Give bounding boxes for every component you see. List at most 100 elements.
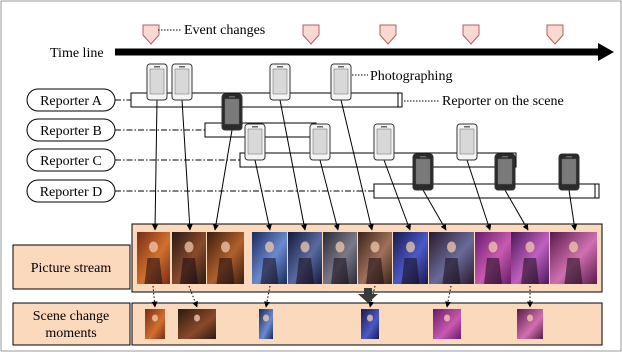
reporter-pill — [26, 88, 116, 112]
capture-arrow — [466, 159, 492, 231]
reporter-pill — [26, 148, 116, 172]
photographing-label: Photographing — [370, 69, 452, 84]
scene-connector — [188, 285, 198, 308]
photo-figure-body — [260, 258, 279, 284]
photo-figure-head — [221, 241, 230, 253]
timeline-arrowhead — [598, 43, 614, 61]
capture-arrow — [279, 99, 307, 231]
scene-photos — [145, 309, 543, 339]
event-marker — [302, 24, 320, 45]
scene-connector — [264, 285, 271, 308]
capture-arrow — [254, 159, 272, 231]
scene-change-label-line2: moments — [45, 326, 96, 341]
reporter-name: Reporter B — [40, 124, 102, 139]
photo-figure-head — [184, 241, 194, 253]
timeline: Time line — [50, 43, 614, 61]
capture-arrow — [568, 189, 578, 231]
photo-figure-body — [484, 258, 502, 284]
selection-arrow — [358, 288, 378, 303]
scene-change-label-line1: Scene change — [33, 309, 110, 324]
reporter-pill — [26, 179, 116, 203]
scene-photo — [259, 309, 273, 339]
capture-arrow — [340, 99, 374, 231]
scene-figure-head — [194, 314, 200, 322]
reporter-name: Reporter C — [40, 154, 102, 169]
photo-figure-head — [525, 241, 535, 253]
scene-change-label-box — [12, 302, 131, 346]
phone-icon — [330, 63, 352, 101]
reporter-name: Reporter A — [40, 94, 103, 109]
timeline-label: Time line — [50, 46, 104, 61]
scene-figure-head — [152, 314, 158, 322]
stream-photos — [137, 232, 597, 284]
reporter-pills: Reporter A Reporter B Reporter C Reporter D — [26, 88, 116, 203]
event-markers — [142, 24, 564, 45]
phone-icon — [494, 153, 516, 191]
phone-icon — [221, 93, 243, 131]
scene-photo — [361, 309, 379, 339]
phone-icon — [373, 123, 395, 161]
photo-figure-head — [370, 241, 380, 253]
photo-figure-body — [331, 258, 349, 284]
photo-figure-head — [300, 241, 310, 253]
scene-photo — [433, 309, 461, 339]
event-changes-label: Event changes — [184, 23, 265, 38]
reporter-name: Reporter D — [40, 185, 103, 200]
scene-photo — [517, 309, 543, 339]
event-marker — [142, 24, 160, 45]
picture-stream-label: Picture stream — [31, 261, 112, 276]
phone-icon — [146, 63, 168, 101]
event-marker — [379, 24, 397, 45]
phone-icon — [309, 123, 331, 161]
phone-icon — [171, 63, 193, 101]
phone-icon — [558, 153, 580, 191]
reporter-on-scene-label: Reporter on the scene — [442, 94, 564, 109]
scene-figure-head — [444, 314, 450, 322]
photo-figure-body — [296, 258, 314, 284]
capture-arrow — [212, 129, 233, 231]
photo-figure-body — [564, 258, 583, 284]
photo-figure-body — [521, 258, 539, 284]
capture-arrow — [383, 159, 411, 231]
photo-figure-head — [569, 241, 578, 253]
scene-connector — [445, 285, 452, 308]
scene-figure-head — [263, 314, 269, 322]
photo-figure-body — [366, 258, 384, 284]
scene-connector — [151, 285, 158, 308]
photo-figure-body — [144, 258, 163, 284]
capture-arrow — [152, 99, 159, 231]
event-marker — [462, 24, 480, 45]
phone-arrows — [152, 99, 578, 231]
picture-stream-label-box — [12, 244, 131, 290]
photo-figure-body — [401, 258, 420, 284]
photo-figure-head — [265, 241, 274, 253]
phone-icon — [456, 123, 478, 161]
scene-figure-head — [367, 314, 373, 322]
event-marker — [546, 24, 564, 45]
phone-icon — [269, 63, 291, 101]
scene-photo — [178, 309, 216, 339]
scene-photo — [145, 309, 165, 339]
capture-arrow — [181, 99, 193, 231]
scene-connectors — [151, 285, 533, 308]
capture-arrow — [319, 159, 340, 231]
phones — [146, 63, 580, 191]
phone-icon — [412, 153, 434, 191]
photo-figure-body — [216, 258, 235, 284]
capture-arrow — [504, 189, 529, 231]
scene-figure-head — [527, 314, 533, 322]
photo-figure-head — [335, 241, 345, 253]
photo-figure-head — [149, 241, 158, 253]
photo-figure-body — [442, 258, 461, 284]
photo-figure-head — [447, 241, 456, 253]
photo-figure-head — [488, 241, 498, 253]
reporter-bars — [115, 92, 600, 199]
phone-icon — [244, 123, 266, 161]
photo-figure-head — [406, 241, 415, 253]
reporter-pill — [26, 118, 116, 142]
photo-figure-body — [180, 258, 198, 284]
capture-arrow — [422, 189, 447, 231]
